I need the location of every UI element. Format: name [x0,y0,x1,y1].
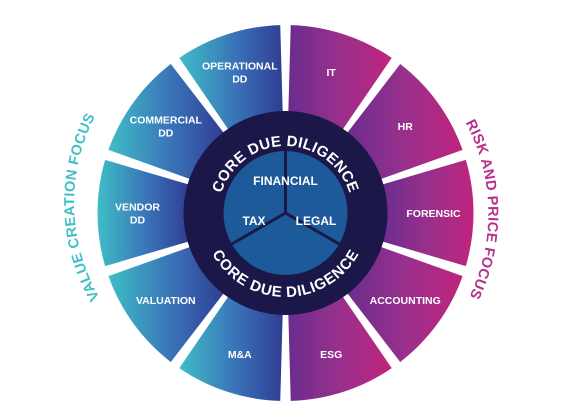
outer-segments [97,25,474,401]
segment-label-esg: ESG [320,349,342,361]
segment-label-hr: HR [398,121,414,133]
segment-accounting [346,246,463,362]
segment-forensic [381,159,474,267]
core-financial-label: FINANCIAL [253,174,318,188]
segment-label-m-and-a: M&A [228,349,252,361]
segment-label-accounting: ACCOUNTING [370,295,441,307]
segment-it [288,25,392,131]
segment-label-forensic: FORENSIC [406,208,461,220]
segment-commercial-dd [108,64,225,180]
segment-m-and-a [179,295,283,401]
core-dividers [231,151,340,246]
segment-label-it: IT [327,67,337,79]
segment-esg [288,295,392,401]
segment-vendor-dd [97,159,190,267]
segment-hr [346,64,463,180]
segment-label-valuation: VALUATION [136,295,196,307]
segment-operational-dd [179,25,283,131]
value-creation-focus-label: VALUE CREATION FOCUS [62,111,103,304]
core-legal-label: LEGAL [296,214,337,228]
core-tax-label: TAX [242,214,265,228]
segment-valuation [108,246,225,362]
